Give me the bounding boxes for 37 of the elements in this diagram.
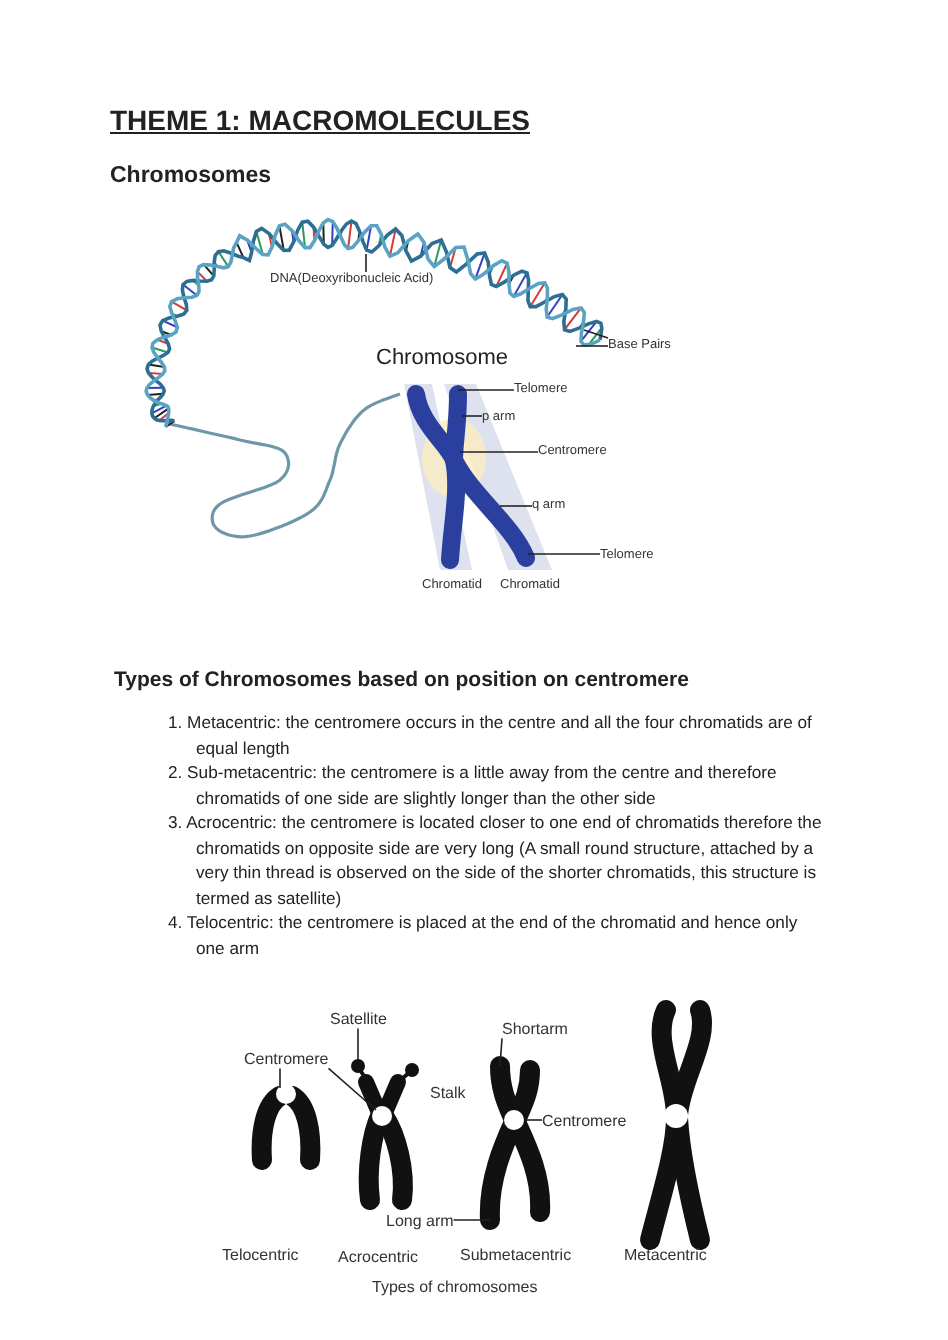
part-label: Satellite <box>330 1010 387 1029</box>
type-label: Telocentric <box>222 1246 299 1265</box>
leader-line <box>499 505 533 507</box>
list-item: 1. Metacentric: the centromere occurs in the centre and all the four chromatids are of equal length <box>168 710 814 761</box>
leader-line <box>583 329 609 339</box>
chromosome-drawing <box>351 1059 419 1210</box>
chromosome-drawing <box>640 1000 712 1250</box>
part-label: Centromere <box>542 1112 627 1131</box>
leader-line <box>327 1067 377 1111</box>
leader-line <box>365 253 367 273</box>
diagram-heading: Chromosome <box>376 346 509 372</box>
leader-line <box>357 1027 359 1061</box>
part-label: Centromere <box>244 1050 329 1069</box>
leader-line <box>575 345 609 347</box>
part-label: Stalk <box>430 1084 466 1103</box>
section-heading: Chromosomes <box>110 164 272 191</box>
leader-line <box>279 1067 281 1089</box>
chromosome-drawing <box>251 1084 321 1170</box>
leader-line <box>461 415 483 417</box>
part-label: Shortarm <box>502 1020 568 1039</box>
list-item: 2. Sub-metacentric: the centromere is a little away from the centre and therefore chromatids of one side are slightly longer than the other side <box>168 760 779 811</box>
leader-line <box>457 389 515 391</box>
type-label: Acrocentric <box>338 1248 419 1267</box>
leader-line <box>527 553 601 555</box>
type-label: Metacentric <box>624 1246 707 1265</box>
part-label: Long arm <box>386 1212 454 1231</box>
page-title: THEME 1: MACROMOLECULES <box>110 104 530 137</box>
list-item: 4. Telocentric: the centromere is placed at the end of the chromatid and hence only one arm <box>168 910 800 961</box>
leader-line <box>452 1219 491 1221</box>
section-heading: Types of Chromosomes based on position on centromere <box>114 668 689 693</box>
dna-helix-drawing <box>144 217 604 539</box>
figure-caption: Types of chromosomes <box>372 1278 538 1297</box>
leader-line <box>525 1119 543 1121</box>
leader-line <box>499 1037 503 1067</box>
type-label: Submetacentric <box>460 1246 572 1265</box>
leader-line <box>459 451 539 453</box>
list-item: 3. Acrocentric: the centromere is located closer to one end of chromatids therefore the chromatids on opposite side are very long (A small round structure, attached by a very thin thread is observed on the side of the shorter chromatids, this structure is termed as satellite) <box>168 810 824 911</box>
